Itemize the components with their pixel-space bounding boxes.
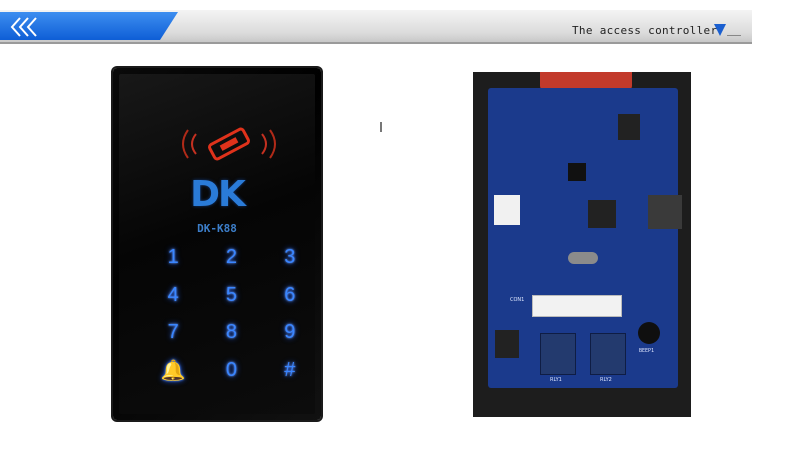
key-4: 4 <box>167 283 179 306</box>
key-9: 9 <box>284 321 296 344</box>
keypad-glass: DK DK-K88 1 2 3 4 5 6 7 8 9 🔔 0 # <box>119 74 315 414</box>
crystal <box>568 252 598 264</box>
relay-1 <box>540 333 576 375</box>
bell-icon: 🔔 <box>160 359 186 382</box>
key-0: 0 <box>225 358 238 381</box>
key-8: 8 <box>225 321 238 344</box>
banner-title: The access controller <box>572 24 718 37</box>
key-1: 1 <box>167 246 179 269</box>
reset-button <box>568 163 586 181</box>
ic-chip <box>618 114 640 140</box>
keypad-grid: 1 2 3 4 5 6 7 8 9 🔔 0 # <box>144 239 319 389</box>
banner-divider <box>727 35 741 36</box>
key-6: 6 <box>284 283 296 306</box>
key-3: 3 <box>284 246 296 269</box>
triangle-down-icon <box>714 24 726 36</box>
relay-2 <box>590 333 626 375</box>
relay-1-label: RLY1 <box>550 377 562 383</box>
side-connector <box>648 195 682 229</box>
microcontroller-chip <box>588 200 616 228</box>
key-hash: # <box>284 358 296 381</box>
header-banner: The access controller <box>0 10 752 44</box>
brand-logo: DK <box>190 174 246 215</box>
decorative-mark <box>380 122 382 132</box>
pcb-case-lip <box>540 72 632 90</box>
model-label: DK-K88 <box>197 222 237 235</box>
rfid-icon <box>182 127 276 161</box>
key-5: 5 <box>225 283 238 306</box>
white-connector-left <box>494 195 520 225</box>
buzzer-label: BEEP1 <box>639 348 655 354</box>
connector-label: CON1 <box>510 297 525 303</box>
header-connector <box>532 295 622 317</box>
relay-2-label: RLY2 <box>600 377 612 383</box>
chevrons-icon <box>10 17 37 37</box>
key-2: 2 <box>225 246 238 269</box>
key-7: 7 <box>167 321 179 344</box>
keypad-image: DK DK-K88 1 2 3 4 5 6 7 8 9 🔔 0 # <box>113 68 321 420</box>
buzzer <box>638 322 660 344</box>
terminal-block <box>495 330 519 358</box>
